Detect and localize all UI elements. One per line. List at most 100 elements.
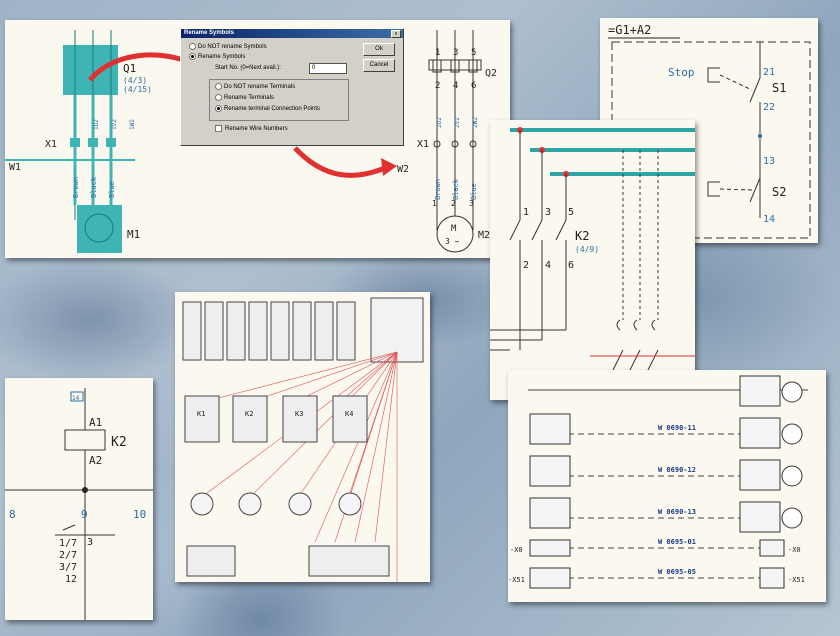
ref-1-7: 1/7: [59, 538, 77, 549]
contactor-k3: [282, 395, 318, 443]
k2-pin-5: 5: [568, 207, 574, 218]
q2-pin-4: 4: [453, 81, 458, 91]
wire-color-black: Black: [90, 176, 98, 198]
k2-pin-4: 4: [545, 260, 551, 271]
m1-label: M1: [127, 228, 140, 241]
q2-label: Q2: [485, 68, 497, 79]
wire-tag-1u2: 1U2: [93, 119, 100, 130]
ref-3-7: 3/7: [59, 562, 77, 573]
k2-pin-6: 6: [568, 260, 574, 271]
rename-symbols-dialog: Rename Symbols x Do NOT rename Symbols R…: [180, 28, 404, 146]
wire-tag-2v2: 2V2: [454, 117, 461, 128]
left-tag-x0: -X0: [510, 546, 523, 554]
coil-right-number: 10: [133, 508, 146, 521]
k2-label: K2: [575, 229, 589, 243]
a1-label: A1: [89, 416, 102, 429]
cable-diagram-panel: W 0690-11 W 0690-12 W 0690-13 W 0695-01 …: [508, 370, 826, 602]
motor-symbol-2: [781, 423, 803, 445]
close-icon[interactable]: x: [391, 30, 401, 38]
w1-label: W1: [9, 162, 21, 173]
cable-label-1: W 0690-11: [658, 424, 696, 432]
s1-label: S1: [772, 81, 786, 95]
radio-rename-terminal-points[interactable]: Rename terminal Connection Points: [215, 105, 320, 112]
left-tag-x51: -X51: [508, 576, 525, 584]
terminal-strip-left: [186, 545, 236, 577]
q1-ref-1: (4/3): [123, 76, 147, 85]
m2-motor-symbol: [436, 215, 474, 253]
radio-rename-terminals[interactable]: Rename Terminals: [215, 94, 274, 101]
s2-label: S2: [772, 185, 786, 199]
radio-label: Do NOT rename Symbols: [198, 44, 267, 51]
radio-label: Rename terminal Connection Points: [224, 106, 321, 113]
k2-pin-2: 2: [523, 260, 529, 271]
wire-tag-1w2: 1W2: [129, 119, 136, 130]
q2-pin-1: 1: [435, 48, 440, 58]
location-header: =G1+A2: [608, 23, 651, 37]
motor-terminal-3: 3: [469, 199, 474, 208]
motor-terminal-1: 1: [432, 199, 437, 208]
motor-symbol-4: [781, 507, 803, 529]
m2-label: M2: [478, 230, 490, 241]
cancel-button[interactable]: Cancel: [363, 59, 395, 72]
pin-13: 13: [763, 156, 775, 167]
checkbox-rename-wire-numbers[interactable]: Rename Wire Numbers: [215, 125, 288, 132]
coil-mid-number: 9: [81, 508, 88, 521]
x1b-label: X1: [417, 139, 429, 150]
m2-motor-m: M: [451, 224, 457, 234]
radio-rename-symbols[interactable]: Rename Symbols: [189, 53, 245, 60]
k2-coil-label: K2: [111, 435, 127, 450]
start-no-input[interactable]: 0: [309, 63, 347, 74]
motor-schematic-panel: Q1 (4/3) (4/15) 1U2 1V2 1W2 X1 W1 Brown …: [5, 20, 510, 258]
x1-label: X1: [45, 139, 57, 150]
sheet-number: 14: [72, 395, 80, 402]
right-tag-x0: -X0: [788, 546, 801, 554]
wire-color-brown-2: Brown: [434, 179, 442, 200]
dialog-title: Rename Symbols: [181, 29, 403, 38]
wire-tag-2u2: 2U2: [436, 117, 443, 128]
w2-label: W2: [397, 164, 409, 175]
cable-label-4: W 0695-01: [658, 538, 696, 546]
cabinet-k3-label: K3: [295, 410, 303, 418]
k2-ref: (4/9): [575, 245, 599, 254]
ok-button[interactable]: Ok: [363, 43, 395, 56]
q2-pin-6: 6: [471, 81, 476, 91]
q1-label: Q1: [123, 62, 136, 75]
radio-label: Do NOT rename Terminals: [224, 84, 296, 91]
coil-left-number: 8: [9, 508, 16, 521]
lamp-2: [238, 492, 262, 516]
wire-color-blue: Blue: [108, 181, 116, 198]
q1-ref-2: (4/15): [123, 85, 152, 94]
pin-22: 22: [763, 102, 775, 113]
cable-label-2: W 0690-12: [658, 466, 696, 474]
lamp-1: [190, 492, 214, 516]
radio-do-not-rename-symbols[interactable]: Do NOT rename Symbols: [189, 43, 267, 50]
q2-pin-2: 2: [435, 81, 440, 91]
m2-motor-phase: 3 ~: [445, 237, 460, 246]
contactor-panel: 1 3 5 2 4 6 K2 (4/9): [490, 120, 695, 400]
start-no-label: Start No. (0=Next avail.):: [215, 65, 281, 71]
motor-terminal-2: 2: [451, 199, 456, 208]
wire-tag-1v2: 1V2: [111, 119, 118, 130]
k2-pin-3: 3: [545, 207, 551, 218]
pin-14: 14: [763, 214, 775, 225]
cabinet-k1-label: K1: [197, 410, 205, 418]
q2-pin-3: 3: [453, 48, 458, 58]
ref-2-7: 2/7: [59, 550, 77, 561]
stop-label: Stop: [668, 66, 695, 79]
checkbox-label: Rename Wire Numbers: [225, 126, 288, 133]
cabinet-k4-label: K4: [345, 410, 353, 418]
contactor-k2: [232, 395, 268, 443]
radio-do-not-rename-terminals[interactable]: Do NOT rename Terminals: [215, 83, 295, 90]
contact-number: 3: [87, 537, 93, 548]
right-tag-x51: -X51: [788, 576, 805, 584]
contactor-k1: [184, 395, 220, 443]
k2-pin-1: 1: [523, 207, 529, 218]
pin-21: 21: [763, 67, 775, 78]
breaker-row: [182, 301, 356, 361]
motor-symbol-3: [781, 465, 803, 487]
wire-color-brown: Brown: [72, 177, 80, 198]
cabinet-k2-label: K2: [245, 410, 253, 418]
cable-label-5: W 0695-05: [658, 568, 696, 576]
ref-12: 12: [65, 574, 77, 585]
relay-block: [370, 297, 424, 363]
